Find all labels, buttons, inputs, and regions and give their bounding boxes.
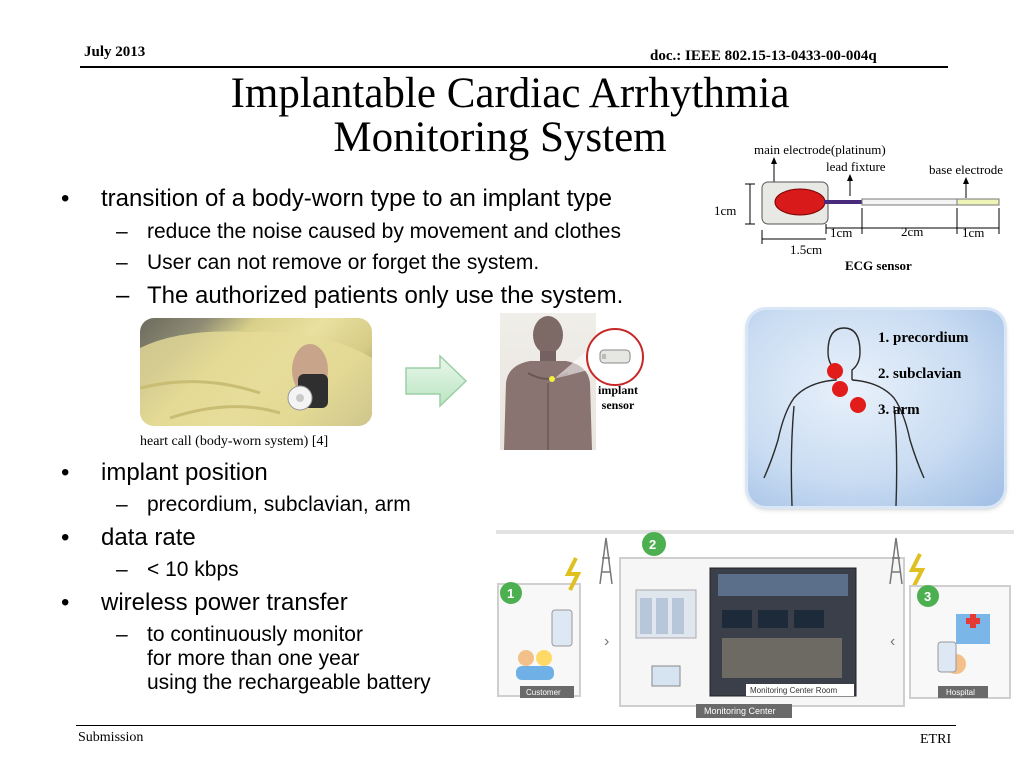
chevron-right-icon: › (604, 633, 609, 650)
bullet-mark: • (61, 589, 70, 616)
header-date: July 2013 (84, 44, 146, 60)
implant-label-line-1: implant (597, 383, 638, 397)
customer-tag (520, 686, 574, 698)
body-outline-icon (763, 327, 925, 506)
chevron-left-icon: ‹ (890, 633, 895, 650)
position-label-2: 2. subclavian (878, 366, 962, 382)
bullet-item: • transition of a body-worn type to an i… (61, 185, 612, 212)
position-label-3: 3. arm (878, 402, 920, 418)
title-line-2: Monitoring System (333, 114, 667, 161)
position-marker-3 (850, 397, 866, 413)
position-label-1: 1. precordium (878, 330, 969, 346)
bullet-text: transition of a body-worn type to an imp… (101, 185, 612, 212)
base-electrode-label: base electrode (929, 162, 1003, 177)
header-rule (80, 66, 948, 68)
step-1-label: 1 (507, 586, 514, 601)
sub-bullet-text: User can not remove or forget the system… (147, 251, 540, 274)
arrowhead-icon (963, 177, 969, 184)
sub-bullet-text-cont: using the rechargeable battery (147, 671, 431, 694)
main-electrode-shape (774, 188, 826, 216)
monitoring-center-label: Monitoring Center (704, 706, 776, 716)
bullet-mark: • (61, 185, 70, 212)
bullet-mark: • (61, 459, 70, 486)
lightning-icon (564, 557, 582, 591)
step-3-label: 3 (924, 589, 931, 604)
monitoring-room-label: Monitoring Center Room (750, 686, 837, 695)
phone-icon (551, 609, 573, 647)
bullet-item: • wireless power transfer (61, 589, 348, 616)
sub-bullet-text-cont: for more than one year (147, 647, 360, 670)
implant-label-line-2: sensor (601, 398, 635, 412)
ecg-sensor-diagram: main electrode(platinum) lead fixture ba… (714, 142, 1003, 273)
title-line-1: Implantable Cardiac Arrhythmia (230, 70, 790, 117)
hospital-label: Hospital (946, 688, 975, 697)
right-arrow-icon (405, 354, 468, 408)
implant-position-panel: 1. precordium 2. subclavian 3. arm (748, 310, 1004, 506)
antenna-tower-icon (889, 537, 903, 585)
dash-mark: – (116, 558, 128, 581)
step-3-badge (917, 585, 939, 607)
dash-mark: – (116, 623, 128, 646)
sub-bullet-item: – precordium, subclavian, arm (116, 493, 411, 517)
sub-bullet-item: – < 10 kbps (116, 558, 239, 582)
bullet-item: • data rate (61, 524, 196, 551)
antenna-tower-icon (599, 537, 613, 585)
customer-label: Customer (526, 688, 561, 697)
dash-mark: – (116, 493, 128, 516)
body-length-label: 1.5cm (790, 242, 822, 257)
footer-rule (76, 725, 956, 726)
position-marker-1 (827, 363, 843, 379)
phone-icon (937, 641, 957, 673)
seg1-label: 1cm (830, 225, 852, 240)
monitor-icon (651, 665, 681, 687)
person-icon (518, 650, 534, 666)
main-electrode-label: main electrode(platinum) (754, 142, 886, 157)
sub-bullet-item: – reduce the noise caused by movement an… (116, 220, 621, 244)
dash-mark: – (116, 251, 128, 274)
sub-bullet-text: to continuously monitor (147, 623, 363, 646)
system-overview-diagram: 1 Customer 2 Monitoring Center Room Moni… (486, 518, 1024, 726)
base-electrode-shape (956, 198, 1000, 206)
sub-bullet-item: – The authorized patients only use the s… (116, 282, 624, 309)
bullet-list-top: • transition of a body-worn type to an i… (61, 185, 612, 212)
step-2-label: 2 (649, 537, 656, 552)
sub-bullet-text: precordium, subclavian, arm (147, 493, 411, 516)
body-worn-system-photo (140, 318, 372, 426)
sub-bullet-text: The authorized patients only use the sys… (147, 282, 624, 309)
footer-submission: Submission (78, 730, 144, 745)
step-2-badge (642, 532, 666, 556)
height-dim-label: 1cm (714, 203, 736, 218)
seg2-label: 2cm (901, 224, 923, 239)
torso-image (500, 313, 596, 450)
seg3-label: 1cm (962, 225, 984, 240)
implant-sensor-zoom (586, 328, 644, 386)
lightning-icon (908, 553, 926, 587)
bullet-text: wireless power transfer (101, 589, 348, 616)
bullet-item: • implant position (61, 459, 268, 486)
dash-mark: – (116, 220, 128, 243)
hospital-tag (938, 686, 988, 698)
sub-bullet-item: – to continuously monitor for more than … (116, 623, 431, 695)
bullet-text: implant position (101, 459, 268, 486)
bullet-mark: • (61, 524, 70, 551)
lead-body (861, 198, 958, 206)
sub-bullet-text: reduce the noise caused by movement and … (147, 220, 621, 243)
sub-bullet-text: < 10 kbps (147, 558, 239, 581)
implant-sensor-label: implant sensor (585, 383, 651, 413)
bullet-text: data rate (101, 524, 196, 551)
slide-title: Implantable Cardiac Arrhythmia Monitorin… (100, 72, 920, 160)
dash-mark: – (116, 282, 130, 309)
footer-org: ETRI (920, 732, 952, 747)
arrowhead-icon (847, 174, 853, 181)
monitoring-center-tag (696, 704, 792, 718)
position-marker-2 (832, 381, 848, 397)
step-1-badge (500, 582, 522, 604)
arrowhead-icon (771, 157, 777, 164)
header-doc-id: doc.: IEEE 802.15-13-0433-00-004q (650, 48, 877, 64)
lead-fixture-label: lead fixture (826, 159, 886, 174)
sub-bullet-item: – User can not remove or forget the syst… (116, 251, 540, 275)
ecg-sensor-caption: ECG sensor (845, 258, 912, 273)
photo-caption: heart call (body-worn system) [4] (140, 434, 329, 449)
